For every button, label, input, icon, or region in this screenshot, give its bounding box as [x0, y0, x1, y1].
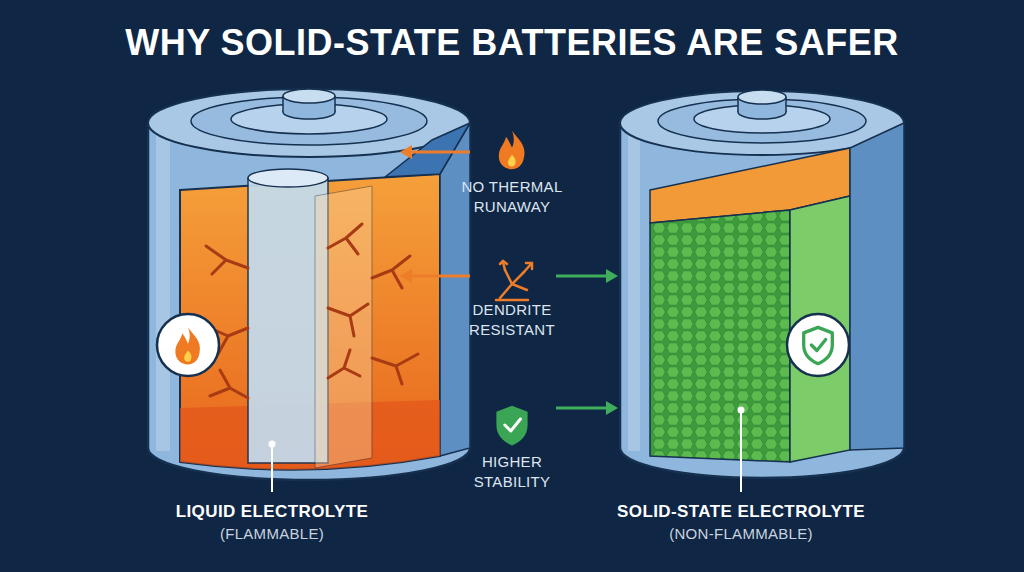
dendrite-icon: [496, 261, 532, 300]
battery-node: LIQUID ELECTROLYTE(FLAMMABLE): [140, 78, 485, 558]
battery-node: SOLID-STATE ELECTROLYTE(NON-FLAMMABLE): [610, 78, 920, 558]
flame-icon: [499, 131, 525, 169]
feature-label: HIGHER STABILITY: [450, 452, 574, 491]
arrow-right: [556, 401, 618, 415]
shield-icon: [496, 406, 527, 446]
liquid-battery: [140, 78, 485, 558]
feature-label: DENDRITE RESISTANT: [450, 300, 574, 339]
feature-label: NO THERMAL RUNAWAY: [450, 177, 574, 216]
label-note: (NON-FLAMMABLE): [617, 524, 865, 544]
label-heading: LIQUID ELECTROLYTE: [176, 501, 369, 524]
battery-label: SOLID-STATE ELECTROLYTE(NON-FLAMMABLE): [617, 501, 865, 544]
title-heading: WHY SOLID-STATE BATTERIES ARE SAFER: [125, 22, 899, 64]
battery-label: LIQUID ELECTROLYTE(FLAMMABLE): [176, 501, 369, 544]
label-heading: SOLID-STATE ELECTROLYTE: [617, 501, 865, 524]
label-wrap: DENDRITE RESISTANT: [450, 300, 574, 339]
label-wrap: NO THERMAL RUNAWAY: [450, 177, 574, 216]
title-wrap: WHY SOLID-STATE BATTERIES ARE SAFER: [0, 22, 1024, 64]
solid-battery: [610, 78, 920, 558]
label-note: (FLAMMABLE): [176, 524, 369, 544]
label-wrap: HIGHER STABILITY: [450, 452, 574, 491]
arrow-right: [556, 269, 618, 283]
